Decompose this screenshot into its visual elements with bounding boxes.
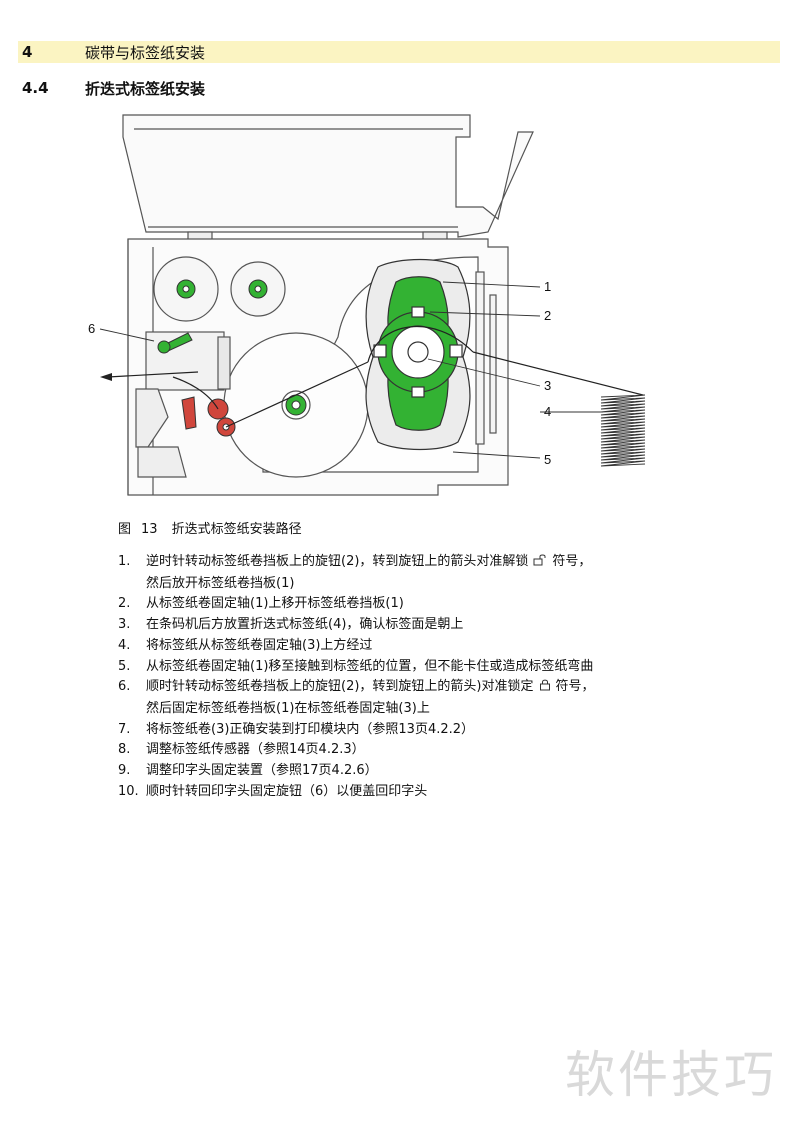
step-text: 从标签纸卷固定轴(1)移至接触到标签纸的位置，但不能卡住或造成标签纸弯曲 (146, 658, 594, 674)
chapter-header: 4 碳带与标签纸安装 (18, 41, 780, 63)
chapter-title: 碳带与标签纸安装 (85, 43, 206, 62)
step-text: 然后固定标签纸卷挡板(1)在标签纸卷固定轴(3)上 (146, 700, 430, 716)
callout-1: 1 (544, 279, 551, 294)
step-number: 3. (118, 617, 131, 633)
step-text-suffix: 符号， (552, 554, 592, 569)
step-text: 调整印字头固定装置（参照17页4.2.6） (146, 763, 378, 779)
printer-label-path-figure: 1 2 3 4 5 6 (78, 107, 650, 499)
step-number: 10. (118, 783, 139, 799)
step-text: 调整标签纸传感器（参照14页4.2.3） (146, 742, 365, 758)
list-item: 10. 顺时针转回印字头固定旋钮（6）以便盖回印字头 (118, 782, 718, 803)
list-item: 7. 将标签纸卷(3)正确安装到打印模块内（参照13页4.2.2） (118, 720, 718, 741)
callout-6: 6 (88, 321, 95, 336)
step-number: 1. (118, 554, 131, 569)
list-item: 2. 从标签纸卷固定轴(1)上移开标签纸卷挡板(1) (118, 594, 718, 615)
callout-2: 2 (544, 308, 551, 323)
chapter-number: 4 (22, 43, 33, 61)
callout-3: 3 (544, 378, 551, 393)
list-item: 9. 调整印字头固定装置（参照17页4.2.6） (118, 761, 718, 782)
step-number: 4. (118, 637, 131, 653)
lock-icon (539, 678, 551, 699)
callout-4: 4 (544, 404, 551, 419)
caption-number: 13 (141, 522, 158, 537)
watermark: 软件技巧 (565, 1046, 777, 1104)
caption-text: 折迭式标签纸安装路径 (171, 522, 302, 537)
figure-caption: 图 13 折迭式标签纸安装路径 (118, 518, 302, 537)
step-number: 6. (118, 679, 131, 695)
step-number: 7. (118, 721, 131, 737)
list-item: 8. 调整标签纸传感器（参照14页4.2.3） (118, 740, 718, 761)
list-item: 4. 将标签纸从标签纸卷固定轴(3)上方经过 (118, 636, 718, 657)
list-item: 1. 逆时针转动标签纸卷挡板上的旋钮(2)，转到旋钮上的箭头对准解锁 符号， 然后… (118, 552, 718, 594)
step-text: 将标签纸从标签纸卷固定轴(3)上方经过 (146, 637, 373, 653)
step-text: 将标签纸卷(3)正确安装到打印模块内（参照13页4.2.2） (146, 721, 475, 737)
step-text: 逆时针转动标签纸卷挡板上的旋钮(2)，转到旋钮上的箭头对准解锁 (146, 554, 529, 569)
list-item: 6. 顺时针转动标签纸卷挡板上的旋钮(2)，转到旋钮上的箭头)对准锁定 符号， 然… (118, 677, 718, 719)
step-text: 在条码机后方放置折迭式标签纸(4)，确认标签面是朝上 (146, 617, 464, 633)
step-text: 顺时针转回印字头固定旋钮（6）以便盖回印字头 (146, 783, 428, 799)
unlock-icon (533, 553, 547, 574)
list-item: 3. 在条码机后方放置折迭式标签纸(4)，确认标签面是朝上 (118, 615, 718, 636)
section-title: 折迭式标签纸安装 (85, 79, 206, 98)
caption-label: 图 (118, 522, 132, 537)
installation-steps: 1. 逆时针转动标签纸卷挡板上的旋钮(2)，转到旋钮上的箭头对准解锁符号， 然后… (118, 552, 718, 802)
list-item: 5. 从标签纸卷固定轴(1)移至接触到标签纸的位置，但不能卡住或造成标签纸弯曲 (118, 657, 718, 678)
step-number: 2. (118, 596, 131, 612)
step-number: 5. (118, 658, 131, 674)
step-number: 8. (118, 742, 131, 758)
step-text: 然后放开标签纸卷挡板(1) (146, 575, 295, 591)
step-text: 顺时针转动标签纸卷挡板上的旋钮(2)，转到旋钮上的箭头)对准锁定 (146, 679, 534, 695)
callout-5: 5 (544, 452, 551, 467)
step-text: 从标签纸卷固定轴(1)上移开标签纸卷挡板(1) (146, 596, 404, 612)
section-number: 4.4 (22, 79, 49, 97)
step-number: 9. (118, 763, 131, 779)
step-text-suffix: 符号， (555, 679, 595, 695)
